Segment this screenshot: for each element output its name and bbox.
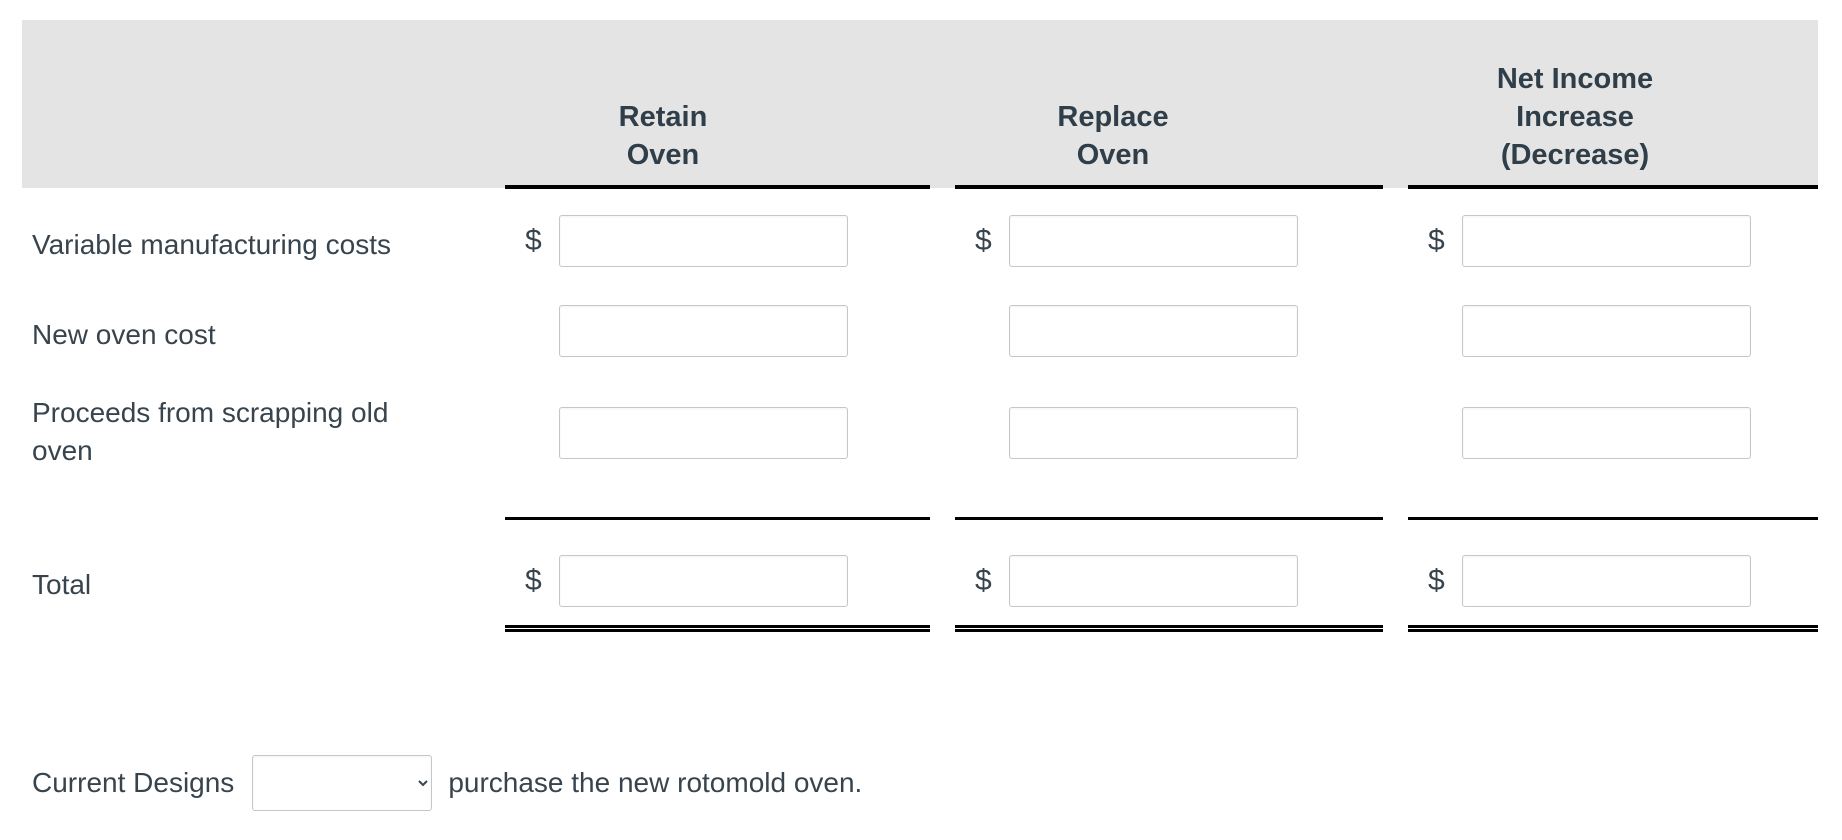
currency-symbol: $ (525, 564, 542, 597)
cell-variable-manufacturing-costs-net-income: $ (1428, 215, 1751, 267)
input-proceeds-replace-oven[interactable] (1009, 407, 1298, 459)
column-header-net-income-line-3: (Decrease) (1500, 139, 1650, 171)
column-header-retain-oven-line-2: Oven (626, 139, 700, 171)
row-label-variable-manufacturing-costs: Variable manufacturing costs (32, 229, 391, 260)
row-label-total: Total (32, 569, 92, 600)
currency-symbol-placeholder: $ (975, 418, 1009, 448)
subtotal-rule-replace-oven (955, 517, 1383, 520)
conclusion-text-before: Current Designs (32, 767, 235, 798)
input-new-oven-cost-net-income[interactable] (1462, 305, 1751, 357)
conclusion-sentence: Current Designs shouldshould not purchas… (32, 755, 862, 811)
header-rule-net-income (1408, 185, 1818, 189)
currency-symbol: $ (525, 224, 542, 257)
input-proceeds-retain-oven[interactable] (559, 407, 848, 459)
cell-variable-manufacturing-costs-replace-oven: $ (975, 215, 1298, 267)
subtotal-rule-net-income (1408, 517, 1818, 520)
currency-symbol-placeholder: $ (1428, 316, 1462, 346)
currency-symbol: $ (975, 224, 992, 257)
column-header-net-income-line-1: Net Income (1496, 63, 1654, 95)
input-proceeds-net-income[interactable] (1462, 407, 1751, 459)
header-rule-replace-oven (955, 185, 1383, 189)
cell-proceeds-net-income: $ (1428, 407, 1751, 459)
cell-total-net-income: $ (1428, 555, 1751, 607)
currency-symbol-placeholder: $ (525, 418, 559, 448)
input-variable-manufacturing-costs-net-income[interactable] (1462, 215, 1751, 267)
column-header-net-income: Net Income Increase (Decrease) (1383, 20, 1767, 188)
currency-symbol-placeholder: $ (975, 316, 1009, 346)
column-header-replace-oven-line-2: Oven (1076, 139, 1150, 171)
currency-symbol: $ (1428, 224, 1445, 257)
cell-variable-manufacturing-costs-retain-oven: $ (525, 215, 848, 267)
cell-new-oven-cost-net-income: $ (1428, 305, 1751, 357)
input-total-retain-oven[interactable] (559, 555, 848, 607)
column-header-retain-oven-line-1: Retain (618, 101, 708, 133)
cell-proceeds-replace-oven: $ (975, 407, 1298, 459)
column-header-net-income-line-2: Increase (1516, 101, 1634, 133)
currency-symbol-placeholder: $ (1428, 418, 1462, 448)
input-total-net-income[interactable] (1462, 555, 1751, 607)
currency-symbol: $ (975, 564, 992, 597)
input-variable-manufacturing-costs-retain-oven[interactable] (559, 215, 848, 267)
input-new-oven-cost-replace-oven[interactable] (1009, 305, 1298, 357)
input-variable-manufacturing-costs-replace-oven[interactable] (1009, 215, 1298, 267)
cell-proceeds-retain-oven: $ (525, 407, 848, 459)
column-header-retain-oven: Retain Oven (483, 20, 843, 188)
cell-total-retain-oven: $ (525, 555, 848, 607)
input-new-oven-cost-retain-oven[interactable] (559, 305, 848, 357)
conclusion-text-after: purchase the new rotomold oven. (448, 767, 863, 798)
cell-new-oven-cost-replace-oven: $ (975, 305, 1298, 357)
subtotal-rule-retain-oven (505, 517, 930, 520)
conclusion-choice-select[interactable]: shouldshould not (252, 755, 433, 811)
currency-symbol-placeholder: $ (525, 316, 559, 346)
total-double-rule-net-income (1408, 625, 1818, 632)
table-header-band: Retain Oven Replace Oven Net Income Incr… (22, 20, 1818, 188)
cell-new-oven-cost-retain-oven: $ (525, 305, 848, 357)
column-header-replace-oven: Replace Oven (933, 20, 1293, 188)
total-double-rule-replace-oven (955, 625, 1383, 632)
row-label-new-oven-cost: New oven cost (32, 319, 216, 350)
row-label-proceeds-from-scrapping-old-oven: Proceeds from scrapping old oven (32, 397, 389, 466)
header-rule-retain-oven (505, 185, 930, 189)
cell-total-replace-oven: $ (975, 555, 1298, 607)
currency-symbol: $ (1428, 564, 1445, 597)
total-double-rule-retain-oven (505, 625, 930, 632)
input-total-replace-oven[interactable] (1009, 555, 1298, 607)
column-header-replace-oven-line-1: Replace (1057, 101, 1169, 133)
